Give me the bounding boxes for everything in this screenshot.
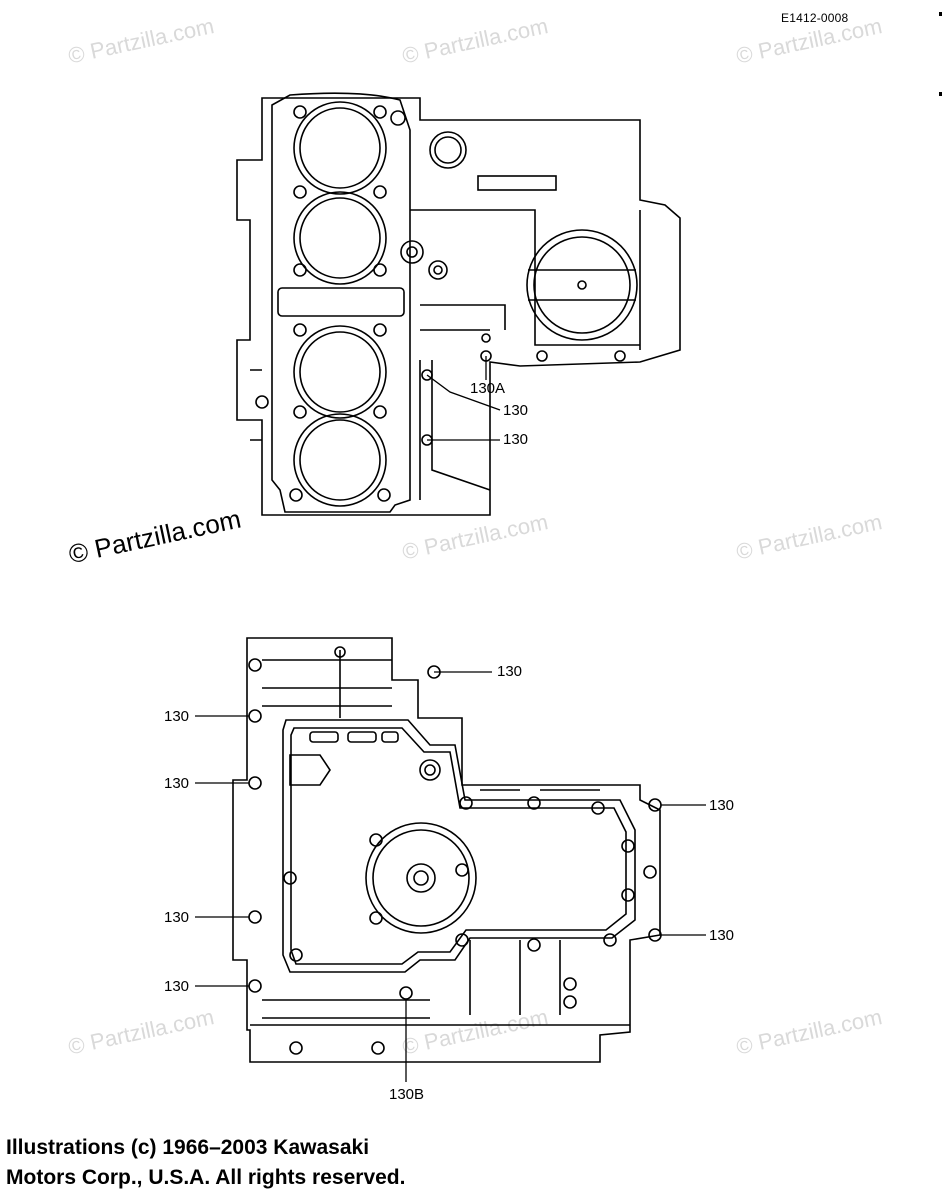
callout-130: 130 — [503, 431, 529, 448]
copyright-notice: Illustrations (c) 1966–2003 Kawasaki Mot… — [6, 1133, 405, 1193]
copyright-line: Motors Corp., U.S.A. All rights reserved… — [6, 1166, 406, 1189]
callout-130: 130 — [164, 708, 190, 725]
callout-130: 130 — [164, 909, 190, 926]
callout-130: 130 — [503, 402, 529, 419]
corner-mark — [939, 92, 942, 96]
callout-130b: 130B — [389, 1086, 425, 1103]
copyright-line: Illustrations (c) 1966–2003 Kawasaki — [6, 1136, 370, 1159]
drawing-code: E1412-0008 — [781, 11, 849, 25]
callout-130: 130 — [497, 663, 523, 680]
callout-130: 130 — [709, 797, 735, 814]
callout-130: 130 — [164, 775, 190, 792]
callout-130a: 130A — [470, 380, 506, 397]
corner-mark — [939, 12, 942, 16]
callout-130: 130 — [164, 978, 190, 995]
callout-130: 130 — [709, 927, 735, 944]
